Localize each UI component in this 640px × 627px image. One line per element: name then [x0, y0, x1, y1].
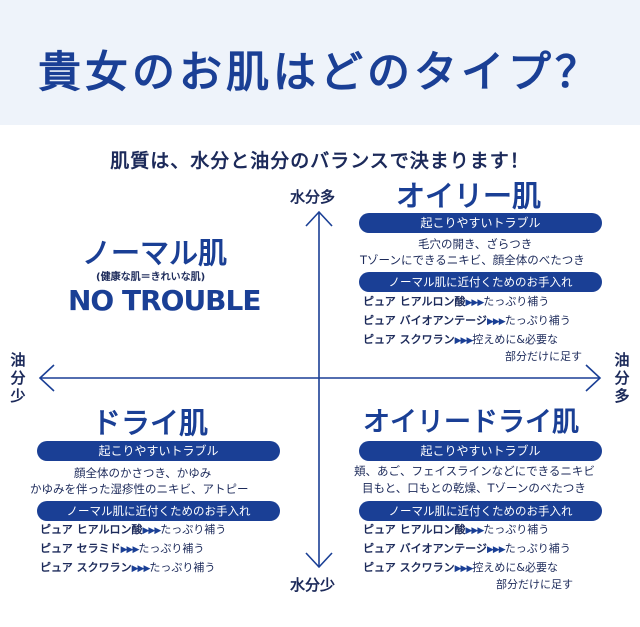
oilydry-care-pill: ノーマル肌に近付くためのお手入れ — [359, 501, 602, 521]
normal-title: ノーマル肌 — [82, 236, 228, 270]
page-title: 貴女のお肌はどのタイプ？ — [38, 48, 602, 98]
triple-arrow-icon: ▶▶▶ — [486, 545, 506, 555]
product-name: ピュア ヒアルロン酸 — [363, 295, 466, 308]
product-text: たっぷり補う — [483, 295, 550, 308]
product-name: ピュア バイオアンテージ — [363, 314, 487, 327]
oily-product-2: ピュア バイオアンテージ▶▶▶たっぷり補う — [363, 312, 571, 331]
oilydry-extra-note: 部分だけに足す — [496, 578, 573, 591]
product-text: たっぷり補う — [504, 542, 571, 555]
triple-arrow-icon: ▶▶▶ — [454, 336, 474, 346]
oilydry-product-1: ピュア ヒアルロン酸▶▶▶たっぷり補う — [363, 521, 549, 540]
axis-label-left: 油 分 少 — [9, 351, 27, 405]
triple-arrow-icon: ▶▶▶ — [120, 545, 140, 555]
oily-trouble-2: Tゾーンにできるニキビ、顔全体のべたつき — [360, 253, 585, 267]
down-arrowhead — [305, 552, 333, 569]
dry-product-2: ピュア セラミド▶▶▶たっぷり補う — [40, 540, 204, 559]
product-name: ピュア スクワラン — [363, 561, 455, 574]
oilydry-trouble-pill: 起こりやすいトラブル — [359, 441, 602, 461]
product-text: 控えめに&必要な — [472, 561, 558, 574]
axis-char: 油 — [10, 351, 26, 369]
left-arrowhead — [38, 364, 55, 392]
product-name: ピュア ヒアルロン酸 — [363, 523, 466, 536]
oilydry-title: オイリードライ肌 — [363, 407, 579, 438]
product-name: ピュア スクワラン — [363, 333, 455, 346]
no-trouble-label: NO TROUBLE — [68, 284, 261, 317]
oilydry-product-2: ピュア バイオアンテージ▶▶▶たっぷり補う — [363, 540, 571, 559]
product-name: ピュア セラミド — [40, 542, 121, 555]
dry-product-3: ピュア スクワラン▶▶▶たっぷり補う — [40, 559, 215, 578]
normal-note: (健康な肌＝きれいな肌) — [96, 272, 206, 283]
oily-extra-note: 部分だけに足す — [505, 350, 582, 363]
right-arrowhead — [585, 364, 602, 392]
triple-arrow-icon: ▶▶▶ — [465, 298, 485, 308]
product-text: たっぷり補う — [504, 314, 571, 327]
axis-char: 油 — [614, 351, 630, 369]
dry-care-pill: ノーマル肌に近付くためのお手入れ — [37, 501, 280, 521]
oily-title: オイリー肌 — [396, 179, 542, 213]
axis-label-bottom: 水分少 — [290, 576, 336, 594]
page-subtitle: 肌質は、水分と油分のバランスで決まります！ — [110, 150, 530, 172]
product-text: たっぷり補う — [160, 523, 227, 536]
product-text: たっぷり補う — [483, 523, 550, 536]
triple-arrow-icon: ▶▶▶ — [131, 564, 151, 574]
dry-trouble-2: かゆみを伴った湿疹性のニキビ、アトピー — [30, 482, 249, 496]
product-name: ピュア スクワラン — [40, 561, 132, 574]
oily-product-1: ピュア ヒアルロン酸▶▶▶たっぷり補う — [363, 293, 549, 312]
axis-char: 多 — [614, 387, 630, 405]
header-band — [0, 0, 640, 125]
dry-trouble-pill: 起こりやすいトラブル — [37, 441, 280, 461]
oily-trouble-1: 毛穴の開き、ざらつき — [418, 237, 533, 251]
up-arrowhead — [305, 210, 333, 227]
triple-arrow-icon: ▶▶▶ — [486, 317, 506, 327]
oily-care-pill: ノーマル肌に近付くためのお手入れ — [359, 272, 602, 292]
axis-char: 分 — [614, 369, 630, 387]
axis-label-top: 水分多 — [290, 188, 336, 206]
oilydry-trouble-2: 目もと、口もとの乾燥、Tゾーンのべたつき — [362, 481, 586, 495]
dry-product-1: ピュア ヒアルロン酸▶▶▶たっぷり補う — [40, 521, 226, 540]
product-name: ピュア ヒアルロン酸 — [40, 523, 143, 536]
triple-arrow-icon: ▶▶▶ — [454, 564, 474, 574]
oily-product-3: ピュア スクワラン▶▶▶控えめに&必要な — [363, 331, 558, 350]
axis-char: 少 — [10, 387, 26, 405]
product-text: たっぷり補う — [138, 542, 205, 555]
dry-title: ドライ肌 — [92, 406, 209, 440]
dry-trouble-1: 顔全体のかさつき、かゆみ — [74, 466, 212, 480]
oilydry-trouble-1: 頬、あご、フェイスラインなどにできるニキビ — [354, 464, 595, 478]
product-text: たっぷり補う — [149, 561, 216, 574]
axis-label-right: 油 分 多 — [613, 351, 631, 405]
axis-char: 分 — [10, 369, 26, 387]
product-text: 控えめに&必要な — [472, 333, 558, 346]
oily-trouble-pill: 起こりやすいトラブル — [359, 213, 602, 233]
triple-arrow-icon: ▶▶▶ — [142, 526, 162, 536]
triple-arrow-icon: ▶▶▶ — [465, 526, 485, 536]
oilydry-product-3: ピュア スクワラン▶▶▶控えめに&必要な — [363, 559, 558, 578]
product-name: ピュア バイオアンテージ — [363, 542, 487, 555]
